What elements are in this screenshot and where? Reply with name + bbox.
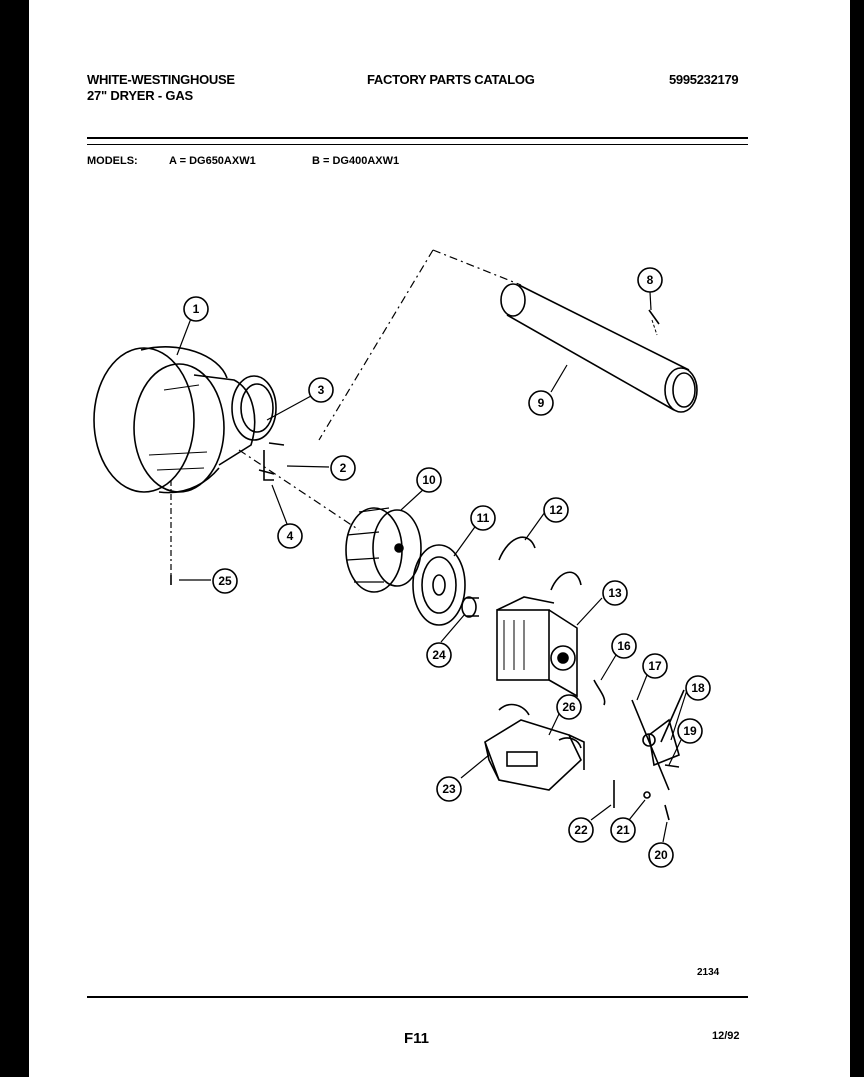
header-rule [87,137,748,139]
revision-date: 12/92 [712,1030,740,1042]
motor [496,596,578,698]
callout-18: 18 [670,675,711,741]
svg-text:12: 12 [549,503,563,517]
callout-24: 24 [426,613,466,668]
callout-20: 20 [648,821,674,868]
svg-text:8: 8 [647,273,654,287]
callout-22: 22 [568,804,612,843]
svg-text:23: 23 [442,782,456,796]
svg-text:2: 2 [340,461,347,475]
model-b: B = DG400AXW1 [312,155,400,167]
pulley-disc [412,544,466,626]
svg-text:9: 9 [538,396,545,410]
svg-text:16: 16 [617,639,631,653]
callout-2: 2 [286,455,356,481]
catalog-title: FACTORY PARTS CATALOG [367,72,535,87]
exhaust-duct [500,283,698,413]
callout-8: 8 [637,267,663,311]
catalog-sheet: WHITE-WESTINGHOUSE 27" DRYER - GAS FACTO… [29,0,850,1077]
blower-housing [93,346,277,494]
svg-text:4: 4 [287,529,294,543]
blower-wheel [345,507,422,593]
svg-text:26: 26 [562,700,576,714]
page-number: F11 [404,1030,430,1047]
callout-3: 3 [266,377,334,421]
exploded-parts-diagram: 1 2 3 4 8 9 10 11 12 13 16 17 18 19 20 2… [93,249,711,868]
callout-21: 21 [610,799,646,843]
callout-16: 16 [600,633,637,681]
callout-12: 12 [524,497,569,541]
callout-10: 10 [400,467,442,511]
svg-text:24: 24 [432,648,446,662]
svg-text:1: 1 [193,302,200,316]
svg-text:25: 25 [218,574,232,588]
model-a: A = DG650AXW1 [169,155,256,167]
callout-4: 4 [271,484,303,549]
appliance-model-line: 27" DRYER - GAS [87,88,193,103]
svg-text:3: 3 [318,383,325,397]
header-rule-thin [87,144,748,145]
svg-text:18: 18 [691,681,705,695]
motor-mount [484,703,585,791]
svg-text:10: 10 [422,473,436,487]
svg-text:17: 17 [648,659,662,673]
callout-11: 11 [453,505,496,557]
svg-text:22: 22 [574,823,588,837]
callout-19: 19 [668,718,703,766]
drawing-number: 2134 [697,967,720,978]
svg-text:20: 20 [654,848,668,862]
callout-13: 13 [576,580,628,626]
svg-text:13: 13 [608,586,622,600]
footer-rule [87,996,748,998]
catalog-number: 5995232179 [669,72,739,87]
callout-26: 26 [548,694,582,736]
callout-23: 23 [436,754,490,802]
svg-text:19: 19 [683,724,697,738]
callout-9: 9 [528,364,568,416]
callout-25: 25 [179,568,238,594]
svg-text:11: 11 [477,511,490,525]
models-label: MODELS: [87,155,138,167]
svg-text:21: 21 [616,823,630,837]
callout-1: 1 [176,296,209,356]
brand-name: WHITE-WESTINGHOUSE [87,72,235,87]
callout-17: 17 [636,653,668,701]
